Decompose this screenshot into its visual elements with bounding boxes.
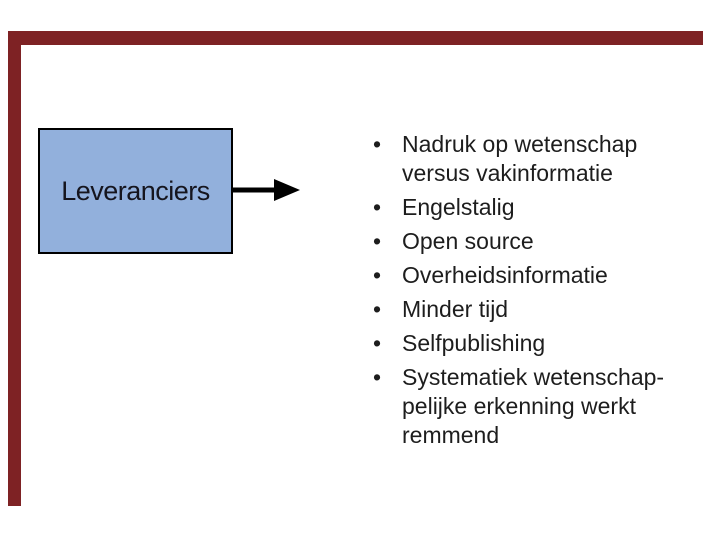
list-item-text: Systematiek wetenschap- pelijke erkennin… <box>402 363 703 450</box>
bullet-dot: • <box>373 194 382 220</box>
list-item-line: Overheidsinformatie <box>402 262 608 288</box>
list-item: • Nadruk op wetenschap versus vakinforma… <box>373 130 703 188</box>
list-item-line: Systematiek wetenschap- <box>402 364 665 390</box>
list-item-text: Selfpublishing <box>402 329 703 358</box>
accent-bar-top <box>8 31 703 45</box>
bullet-dot: • <box>373 228 382 254</box>
bullet-dot: • <box>373 296 382 322</box>
list-item: • Engelstalig <box>373 193 703 222</box>
list-item-line: Selfpublishing <box>402 330 546 356</box>
bullet-dot: • <box>373 330 382 356</box>
list-item-line: versus vakinformatie <box>402 160 613 186</box>
bullet-dot: • <box>373 131 382 157</box>
list-item: • Overheidsinformatie <box>373 261 703 290</box>
list-item-text: Nadruk op wetenschap versus vakinformati… <box>402 130 703 188</box>
bullet-dot: • <box>373 262 382 288</box>
list-item: • Systematiek wetenschap- pelijke erkenn… <box>373 363 703 450</box>
shape-label: Leveranciers <box>61 175 210 206</box>
bullet-dot: • <box>373 364 382 390</box>
list-item-line: Open source <box>402 228 534 254</box>
list-item-line: pelijke erkenning werkt <box>402 393 636 419</box>
list-item-line: remmend <box>402 422 500 448</box>
list-item-line: Engelstalig <box>402 194 515 220</box>
list-item-line: Nadruk op wetenschap <box>402 131 638 157</box>
bullet-list: • Nadruk op wetenschap versus vakinforma… <box>373 130 703 455</box>
list-item-text: Open source <box>402 227 703 256</box>
list-item-text: Overheidsinformatie <box>402 261 703 290</box>
list-item-line: Minder tijd <box>402 296 509 322</box>
list-item-text: Engelstalig <box>402 193 703 222</box>
accent-bar-left <box>8 31 21 506</box>
arrow-right-icon <box>232 179 300 201</box>
arrow-head <box>274 179 300 201</box>
list-item: • Selfpublishing <box>373 329 703 358</box>
list-item: • Minder tijd <box>373 295 703 324</box>
leveranciers-box: Leveranciers <box>38 128 233 254</box>
list-item: • Open source <box>373 227 703 256</box>
list-item-text: Minder tijd <box>402 295 703 324</box>
